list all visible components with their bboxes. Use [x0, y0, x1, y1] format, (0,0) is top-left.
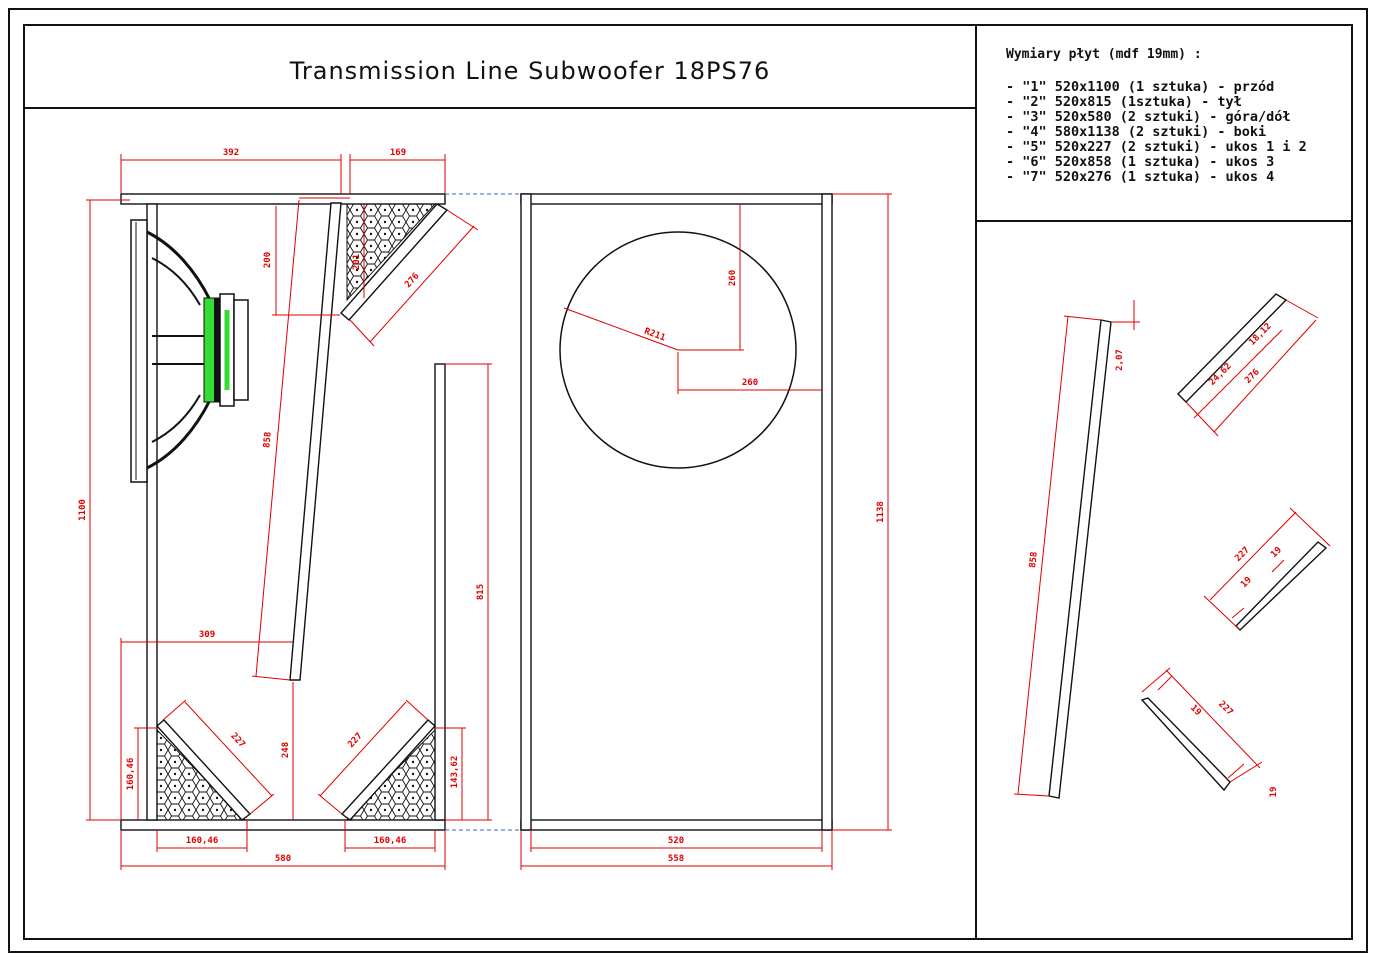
dim-detail-low-19b: 19: [1269, 787, 1279, 798]
dim-227-right: 227: [346, 731, 364, 750]
top-corner-fill: [346, 203, 437, 302]
dim-169: 169: [390, 148, 406, 158]
dim-520: 520: [668, 836, 684, 846]
dim-detail-2-07: 2,07: [1115, 349, 1125, 371]
dim-detail-858: 858: [1028, 551, 1040, 568]
spec-item-1: - "1" 520x1100 (1 sztuka) - przód: [1006, 79, 1274, 95]
back-panel: [434, 363, 446, 821]
dim-160-46-bottom-left: 160,46: [186, 836, 219, 846]
sheet-frame: [8, 8, 1368, 953]
front-bottom-strip: [520, 819, 833, 831]
dim-1138: 1138: [876, 501, 886, 523]
bottom-panel: [120, 819, 446, 831]
slanted-board-858: [289, 202, 342, 681]
dim-160-46-bottom-right: 160,46: [374, 836, 407, 846]
panel-spec-list: Wymiary płyt (mdf 19mm) : - "1" 520x1100…: [1006, 47, 1307, 185]
dim-1100: 1100: [78, 499, 88, 521]
top-panel: [120, 193, 446, 205]
detail-board-227-low: [1140, 697, 1231, 792]
dim-309: 309: [199, 630, 215, 640]
slanted-board-276: [340, 203, 449, 321]
drawing-title: Transmission Line Subwoofer 18PS76: [289, 57, 770, 85]
front-top-strip: [520, 193, 833, 205]
dim-248: 248: [281, 742, 291, 758]
dim-201: 201: [352, 254, 362, 270]
dim-392: 392: [223, 148, 239, 158]
front-dimensions: R211 260 260 1138 520 558: [520, 193, 892, 870]
side-view: 392 169 1100 200 201 276: [78, 148, 521, 870]
part-details: 858 2,07 24,62 18,12 276 227 19 19 19 22…: [1013, 293, 1331, 799]
detail-board-858: [1048, 319, 1112, 799]
spec-item-2: - "2" 520x815 (1sztuka) - tył: [1006, 94, 1242, 110]
side-dimensions: 392 169 1100 200 201 276: [78, 148, 492, 870]
dim-detail-low-227: 227: [1216, 699, 1235, 718]
driver-cutout-circle: [559, 231, 797, 469]
front-view: R211 260 260 1138 520 558: [520, 193, 892, 870]
dim-143-62: 143,62: [450, 756, 460, 789]
spec-item-7: - "7" 520x276 (1 sztuka) - ukos 4: [1006, 169, 1274, 185]
dim-558: 558: [668, 854, 684, 864]
dim-858: 858: [262, 431, 273, 448]
spec-heading: Wymiary płyt (mdf 19mm) :: [1006, 47, 1202, 62]
detail-board-276: [1177, 293, 1288, 403]
dim-260-vertical: 260: [728, 270, 738, 286]
dim-227-left: 227: [228, 731, 246, 750]
dim-detail-mid-19b: 19: [1269, 545, 1284, 560]
dim-200: 200: [263, 252, 273, 268]
driver-icon: [130, 219, 249, 483]
front-left-side: [520, 193, 532, 831]
spec-item-3: - "3" 520x580 (2 sztuki) - góra/dół: [1006, 109, 1290, 125]
dim-detail-mid-227: 227: [1233, 545, 1252, 564]
front-right-side: [821, 193, 833, 831]
front-baffle: [146, 203, 158, 821]
dim-580: 580: [275, 854, 291, 864]
dim-260-horizontal: 260: [742, 378, 758, 388]
dim-detail-mid-19a: 19: [1239, 575, 1254, 590]
spec-item-6: - "6" 520x858 (1 sztuka) - ukos 3: [1006, 154, 1274, 170]
spec-item-4: - "4" 580x1138 (2 sztuki) - boki: [1006, 124, 1266, 140]
dim-160-46-left: 160,46: [126, 758, 136, 791]
dim-815: 815: [476, 584, 486, 600]
spec-item-5: - "5" 520x227 (2 sztuki) - ukos 1 i 2: [1006, 139, 1307, 155]
